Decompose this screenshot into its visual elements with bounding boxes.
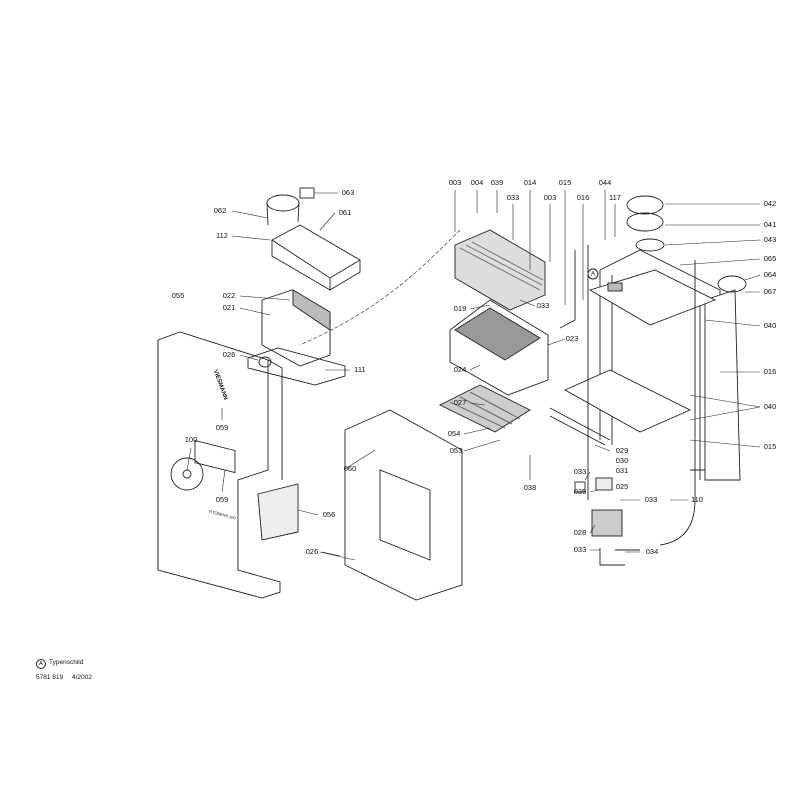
part-label: 039 (490, 178, 504, 187)
part-label: 029 (615, 446, 629, 455)
part-label: 053 (449, 446, 463, 455)
part-label: 117 (609, 193, 621, 202)
part-label: 014 (523, 178, 537, 187)
part-label: 015 (558, 178, 572, 187)
document-date: 4/2002 (72, 674, 92, 681)
gas-valve-028 (574, 477, 640, 566)
part-label: 060 (343, 464, 357, 473)
side-panel-060 (344, 409, 463, 601)
legend-marker-icon: A (36, 659, 46, 669)
part-label: 025 (615, 482, 629, 491)
part-label: 038 (523, 483, 537, 492)
part-label: 034 (645, 547, 659, 556)
part-label: 044 (598, 178, 612, 187)
part-label: 043 (763, 235, 777, 244)
part-label: 033 (644, 495, 658, 504)
part-label: 059 (215, 495, 229, 504)
leader-lines (186, 190, 761, 561)
part-label: 015 (763, 442, 777, 451)
part-label: 016 (576, 193, 590, 202)
boiler-frame (549, 195, 747, 546)
heat-exchanger-014 (454, 229, 546, 311)
part-label: 026 (222, 350, 236, 359)
part-label: 033 (536, 301, 550, 310)
part-label: 035 (573, 487, 587, 496)
part-label: 042 (763, 199, 777, 208)
part-label: 030 (615, 456, 629, 465)
burner-027 (438, 384, 531, 433)
document-number: 5781 819 (36, 674, 64, 681)
flue-hood-061 (266, 187, 361, 291)
part-label: 067 (763, 287, 777, 296)
chamber-024 (449, 299, 549, 396)
front-casing-055 (157, 331, 283, 599)
part-label: 003 (543, 193, 557, 202)
part-label: 111 (354, 365, 366, 374)
part-label: 041 (763, 220, 777, 229)
part-label: 003 (448, 178, 462, 187)
part-label: 028 (573, 528, 587, 537)
part-label: 112 (216, 231, 228, 240)
part-label: 019 (453, 304, 467, 313)
part-label: 016 (763, 367, 777, 376)
part-label: 004 (470, 178, 484, 187)
legend-text: Typenschild (49, 659, 84, 666)
part-label: 031 (615, 466, 629, 475)
part-label: 026 (305, 547, 319, 556)
part-label: 061 (338, 208, 352, 217)
part-label: 022 (222, 291, 236, 300)
cover-056 (257, 483, 299, 541)
part-label: 040 (763, 402, 777, 411)
typenschild-marker: A (587, 268, 599, 280)
part-label: 059 (215, 423, 229, 432)
part-label: 027 (453, 398, 467, 407)
part-label: 064 (763, 270, 777, 279)
part-label: 056 (322, 510, 336, 519)
part-label: 033 (506, 193, 520, 202)
part-label: 063 (341, 188, 355, 197)
part-label: 024 (453, 365, 467, 374)
chamber-021 (247, 289, 346, 386)
part-label: 062 (213, 206, 227, 215)
part-label: 100 (184, 435, 198, 444)
part-label: 033 (573, 467, 587, 476)
part-label: 065 (763, 254, 777, 263)
part-label: 033 (573, 545, 587, 554)
part-label: 054 (447, 429, 461, 438)
part-label: 110 (691, 495, 703, 504)
part-label: 040 (763, 321, 777, 330)
part-label: 021 (222, 303, 236, 312)
part-label: 055 (171, 291, 185, 300)
part-label: 023 (565, 334, 579, 343)
